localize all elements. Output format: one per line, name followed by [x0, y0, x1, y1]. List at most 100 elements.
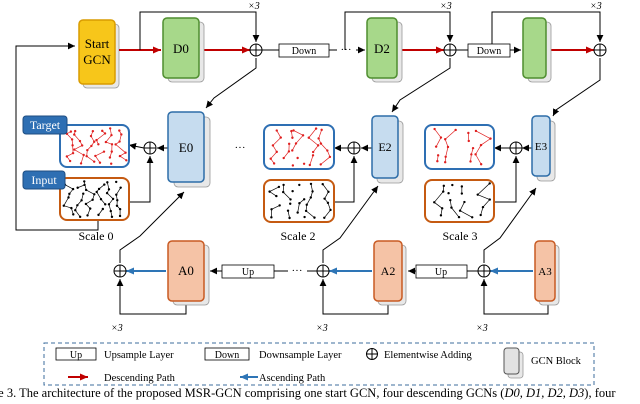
architecture-diagram: Start GCN ×3 ×3 ×3 D0 D2	[15, 1, 607, 386]
pose-bone	[480, 138, 491, 146]
pose-joint	[467, 131, 470, 135]
scale0-input-frame	[59, 177, 130, 221]
pose-bone	[320, 143, 328, 151]
pose-bone	[272, 145, 278, 153]
legend-desc-text: Descending Path	[104, 373, 176, 384]
pose-bone	[327, 202, 331, 211]
legend-gcn: GCN Block	[503, 347, 582, 379]
d2-block: D2	[366, 17, 403, 83]
repeat-label-bottom-1: ×3	[111, 323, 123, 334]
pose-joint	[469, 160, 472, 163]
pose-bone	[445, 146, 449, 157]
e0-label: E0	[179, 140, 193, 155]
scale2-input-frame	[263, 179, 335, 223]
start-gcn-label-1: Start	[85, 36, 110, 51]
legend-add-text: Elementwise Adding	[384, 350, 473, 361]
pose-bone	[310, 183, 313, 192]
pose-bone	[73, 134, 81, 142]
repeat-label-top-3: ×3	[590, 1, 602, 12]
add-top-3	[593, 43, 607, 57]
add-mid-3	[509, 141, 523, 155]
pose-joint	[308, 163, 312, 167]
pose-joint	[471, 216, 474, 219]
pose-bone	[95, 155, 101, 163]
add-top-1	[249, 43, 263, 57]
pose-bone	[74, 145, 83, 150]
pose-joint	[289, 198, 292, 201]
pose-bone	[87, 208, 91, 216]
pose-bone	[116, 187, 121, 195]
descending-connectors	[139, 11, 604, 117]
target-tag: Target	[22, 115, 68, 135]
pose-joint	[120, 133, 123, 136]
pose-bone	[475, 130, 491, 139]
pose-bone	[106, 192, 114, 200]
up-layer-1-label: Up	[242, 267, 254, 278]
add-bottom-1	[113, 264, 127, 278]
add-top-2	[443, 43, 457, 57]
figure-caption: re 3. The architecture of the proposed M…	[0, 386, 640, 401]
start-gcn-label-2: GCN	[83, 52, 111, 67]
pose-bone	[293, 130, 304, 136]
scale2-label: Scale 2	[281, 229, 316, 243]
pose-bone	[63, 205, 72, 209]
pose-joint	[451, 183, 454, 187]
pose-joint	[319, 163, 322, 166]
e2-block: E2	[371, 115, 404, 184]
pose-bone	[269, 191, 277, 197]
up-layer-2: Up	[415, 264, 468, 279]
pose-bone	[480, 207, 484, 216]
pose-bone	[475, 154, 482, 165]
legend-descending: Descending Path	[68, 373, 176, 384]
pose-bone	[308, 128, 317, 138]
pose-bone	[282, 191, 291, 200]
pose-bone	[433, 191, 444, 203]
add-bottom-2	[316, 264, 330, 278]
legend-down-box: Down	[215, 350, 239, 361]
repeat-label-top-2: ×3	[440, 1, 452, 12]
pose-bone	[98, 208, 104, 216]
e2-label: E2	[378, 140, 391, 154]
pose-joint	[439, 214, 443, 217]
ellipsis-top: ···	[341, 44, 352, 56]
pose-joint	[457, 215, 461, 219]
a2-label: A2	[381, 264, 396, 278]
pose-bone	[83, 181, 87, 191]
down-layer-1: Down	[278, 43, 330, 58]
scale3-input-poses	[433, 182, 491, 219]
pose-bone	[86, 155, 95, 162]
start-gcn-block: Start GCN	[78, 19, 120, 89]
pose-bone	[477, 194, 490, 200]
pose-bone	[482, 199, 491, 208]
pose-joint	[110, 215, 114, 219]
scale0-target-poses	[65, 127, 128, 165]
pose-joint	[447, 191, 450, 195]
legend-add: Elementwise Adding	[366, 348, 473, 361]
pose-bone	[276, 130, 282, 138]
pose-bone	[95, 151, 105, 157]
pose-joint	[270, 216, 273, 219]
pose-bone	[80, 154, 84, 164]
pose-joint	[313, 216, 316, 219]
pose-joint	[68, 159, 72, 163]
pose-joint	[303, 215, 306, 219]
pose-joint	[110, 162, 113, 165]
add-bottom-3	[477, 264, 491, 278]
pose-bone	[444, 139, 449, 148]
pose-joint	[443, 161, 447, 164]
pose-joint	[290, 129, 293, 133]
pose-bone	[324, 209, 331, 219]
legend-up-box: Up	[70, 350, 82, 361]
pose-bone	[74, 210, 81, 218]
pose-bone	[477, 183, 490, 195]
d0-block: D0	[162, 17, 205, 83]
scale2-target-poses	[269, 127, 332, 167]
pose-bone	[85, 189, 95, 195]
pose-bone	[270, 151, 278, 159]
pose-bone	[105, 134, 112, 143]
a3-block: A3	[534, 240, 560, 306]
pose-bone	[318, 129, 322, 139]
pose-bone	[85, 199, 93, 205]
pose-joint	[291, 149, 294, 152]
